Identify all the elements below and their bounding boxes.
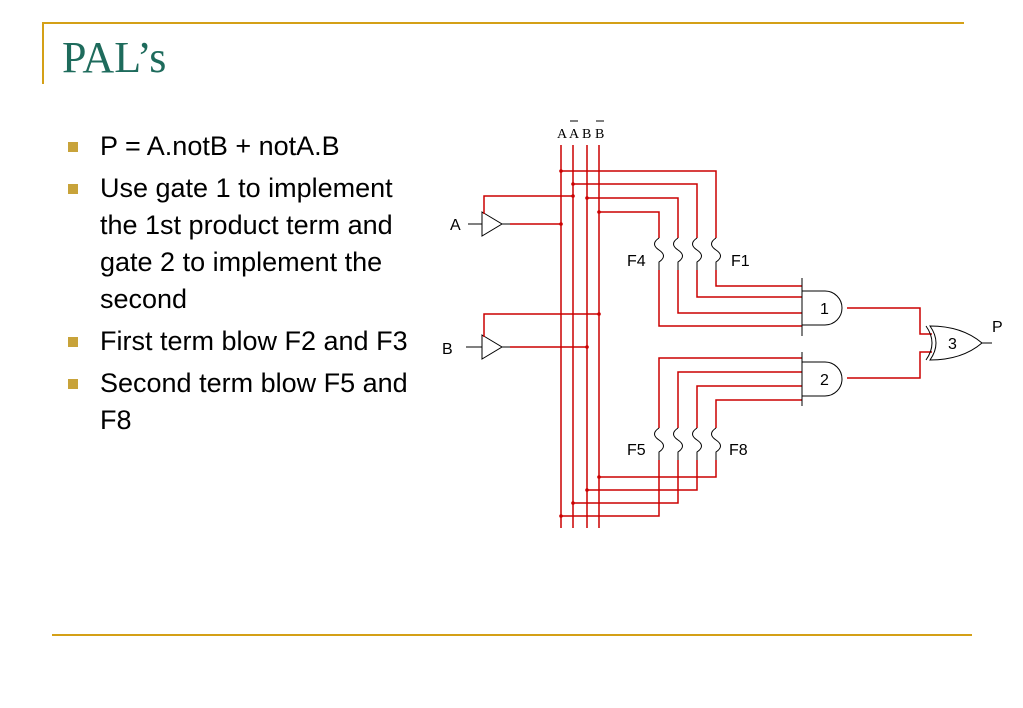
fuse-icon [673, 237, 683, 270]
fuse-icon [673, 427, 683, 460]
bottom-rule [52, 634, 972, 636]
input-a-label: A [450, 217, 461, 234]
bullet-list: P = A.notB + notA.B Use gate 1 to implem… [66, 128, 436, 444]
slide-title: PAL’s [62, 33, 167, 82]
fuse-label-f8: F8 [729, 442, 748, 459]
column-label-not-a: A [569, 127, 580, 142]
fuse-icon [692, 427, 702, 460]
column-label-b: B [582, 127, 591, 142]
bullet-text: Use gate 1 to implement the 1st product … [100, 173, 393, 314]
column-label-a: A [557, 127, 568, 142]
fuse-label-f5: F5 [627, 442, 646, 459]
fuse-icon [711, 427, 721, 460]
top-rule [42, 22, 964, 24]
bullet-item: Second term blow F5 and F8 [66, 365, 436, 439]
bullet-marker-icon [68, 379, 78, 389]
bullet-item: Use gate 1 to implement the 1st product … [66, 170, 436, 318]
bullet-text: P = A.notB + notA.B [100, 131, 340, 161]
bullet-marker-icon [68, 142, 78, 152]
bottom-product-wiring [561, 351, 932, 517]
and-gate-icon [801, 361, 843, 397]
and-gate-1: 1 [801, 278, 843, 336]
bottom-fuses [654, 427, 721, 460]
bullet-marker-icon [68, 184, 78, 194]
input-columns [560, 145, 600, 528]
and-gate-icon [801, 290, 843, 326]
bullet-marker-icon [68, 337, 78, 347]
fuse-icon [654, 237, 664, 270]
fuse-icon [711, 237, 721, 270]
junction-dots [559, 169, 601, 518]
fuse-label-f1: F1 [731, 253, 750, 270]
input-b-label: B [442, 341, 453, 358]
left-rule [42, 22, 44, 84]
input-b-buffer-icon [481, 334, 503, 360]
and-gate-2: 2 [801, 352, 843, 406]
fuse-icon [654, 427, 664, 460]
bullet-text: First term blow F2 and F3 [100, 326, 408, 356]
gate-3-label: 3 [948, 336, 957, 353]
fuse-label-f4: F4 [627, 253, 646, 270]
pal-circuit-diagram: A A B B A B [442, 120, 1003, 528]
column-label-not-b: B [595, 127, 604, 142]
or-gate-icon [929, 325, 983, 361]
column-labels: A A B B [557, 120, 604, 142]
input-b: B [442, 312, 601, 360]
top-product-wiring [561, 170, 932, 335]
input-a-buffer-icon [481, 211, 503, 237]
bullet-item: First term blow F2 and F3 [66, 323, 436, 360]
or-gate-3: 3 P [925, 319, 1003, 361]
output-p-label: P [992, 319, 1003, 336]
gate-2-label: 2 [820, 372, 829, 389]
input-a: A [450, 194, 575, 237]
bullet-item: P = A.notB + notA.B [66, 128, 436, 165]
gate-1-label: 1 [820, 301, 829, 318]
bullet-text: Second term blow F5 and F8 [100, 368, 408, 435]
top-fuses [654, 237, 721, 270]
fuse-icon [692, 237, 702, 270]
